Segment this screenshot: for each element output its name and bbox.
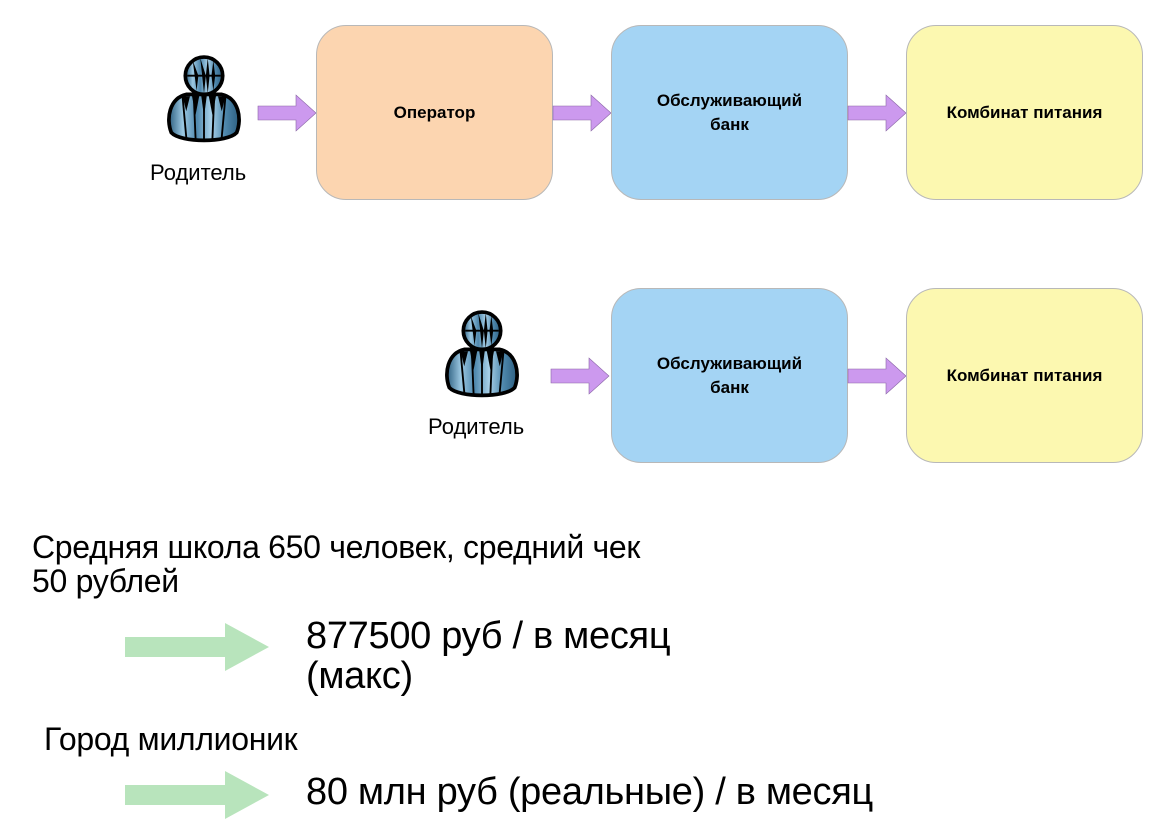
- person-icon: [440, 305, 524, 405]
- actor-label: Родитель: [428, 414, 525, 439]
- right-arrow-icon: [552, 94, 612, 132]
- city-result: 80 млн руб (реальные) / в месяц: [306, 771, 873, 813]
- right-arrow-icon: [550, 357, 610, 395]
- school-description-line2: 50 рублей: [32, 563, 179, 599]
- school-result: 877500 руб / в месяц (макс): [306, 615, 671, 697]
- node-label: Комбинат питания: [946, 102, 1103, 122]
- school-description: Средняя школа 650 человек, средний чек 5…: [32, 530, 640, 598]
- person-icon: [162, 50, 246, 150]
- node-operator: Оператор: [316, 25, 553, 200]
- right-arrow-icon: [847, 357, 907, 395]
- city-description: Город миллионик: [44, 721, 298, 757]
- node-label: Оператор: [393, 102, 476, 122]
- node-kombinat: Комбинат питания: [906, 288, 1143, 463]
- right-arrow-icon: [847, 94, 907, 132]
- result-arrow-icon: [125, 623, 269, 671]
- school-result-line2: (макс): [306, 655, 413, 697]
- right-arrow-icon: [257, 94, 317, 132]
- school-description-line1: Средняя школа 650 человек, средний чек: [32, 529, 641, 565]
- node-label: Обслуживающий банк: [656, 353, 803, 397]
- result-arrow-icon: [125, 771, 269, 819]
- node-label: Обслуживающий банк: [656, 90, 803, 134]
- actor-label: Родитель: [150, 160, 247, 185]
- node-bank: Обслуживающий банк: [611, 25, 848, 200]
- node-label: Комбинат питания: [946, 365, 1103, 385]
- node-bank: Обслуживающий банк: [611, 288, 848, 463]
- node-kombinat: Комбинат питания: [906, 25, 1143, 200]
- school-result-line1: 877500 руб / в месяц: [306, 615, 671, 657]
